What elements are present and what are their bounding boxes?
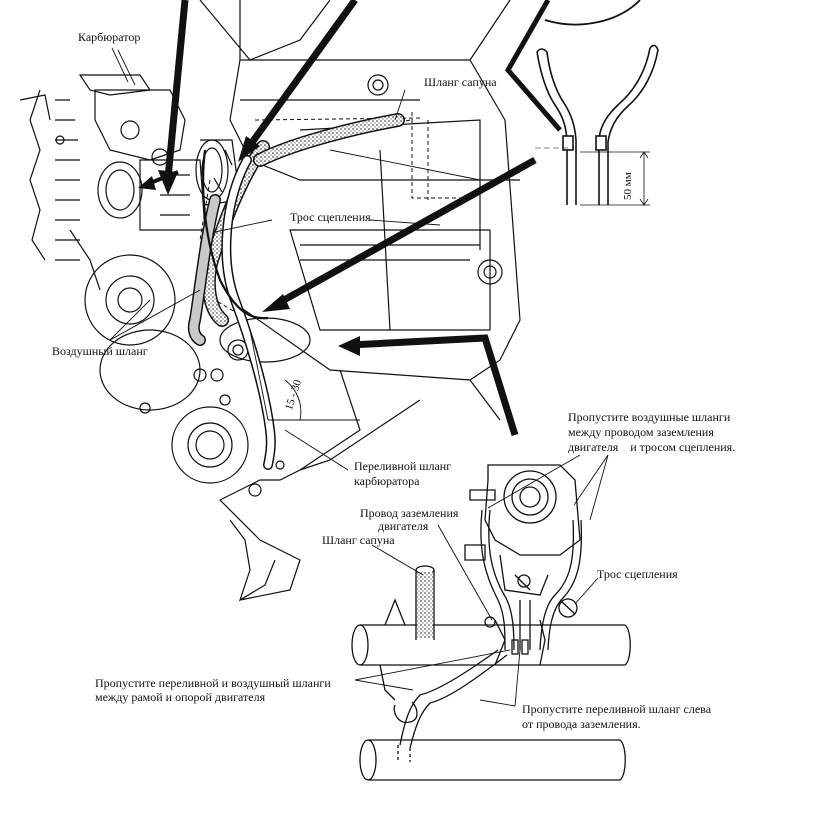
lower-detail (351, 464, 631, 781)
leader-lines-top (109, 47, 481, 471)
label-breather-hose-top: Шланг сапуна (424, 75, 497, 89)
pointer-to-inset (504, 0, 562, 132)
inset-hose-pair (535, 0, 659, 206)
label-clutch-cable-top: Трос сцепления (290, 210, 371, 224)
angle-dimension (249, 329, 360, 421)
label-route-frame-line2: между рамой и опорой двигателя (95, 690, 266, 704)
label-route-left-line2: от провода заземления. (522, 717, 641, 731)
label-carburetor: Карбюратор (78, 30, 141, 44)
pointer-arrows (117, 0, 537, 437)
clutch-cable-upper (202, 149, 269, 320)
label-route-frame-line1: Пропустите переливной и воздушный шланги (95, 676, 331, 690)
label-route-air-line2: между проводом заземления (568, 425, 714, 439)
label-overflow-hose-line1: Переливной шланг (354, 459, 452, 473)
label-overflow-hose-line2: карбюратора (354, 474, 420, 488)
label-ground-wire-line2: двигателя (378, 519, 429, 533)
label-air-hose: Воздушный шланг (52, 344, 148, 358)
dimension-50mm: 50 мм (622, 172, 634, 200)
label-breather-hose-bottom: Шланг сапуна (322, 533, 395, 547)
label-route-air-line1: Пропустите воздушные шланги (568, 410, 731, 424)
label-route-air-line3: двигателя и тросом сцепления. (568, 440, 736, 454)
label-ground-wire-line1: Провод заземления (360, 506, 459, 520)
breather-hose-shading (417, 572, 433, 638)
label-route-left-line1: Пропустите переливной шланг слева (522, 702, 712, 716)
leader-lines-bottom (354, 454, 609, 707)
label-clutch-cable-bottom: Трос сцепления (597, 567, 678, 581)
